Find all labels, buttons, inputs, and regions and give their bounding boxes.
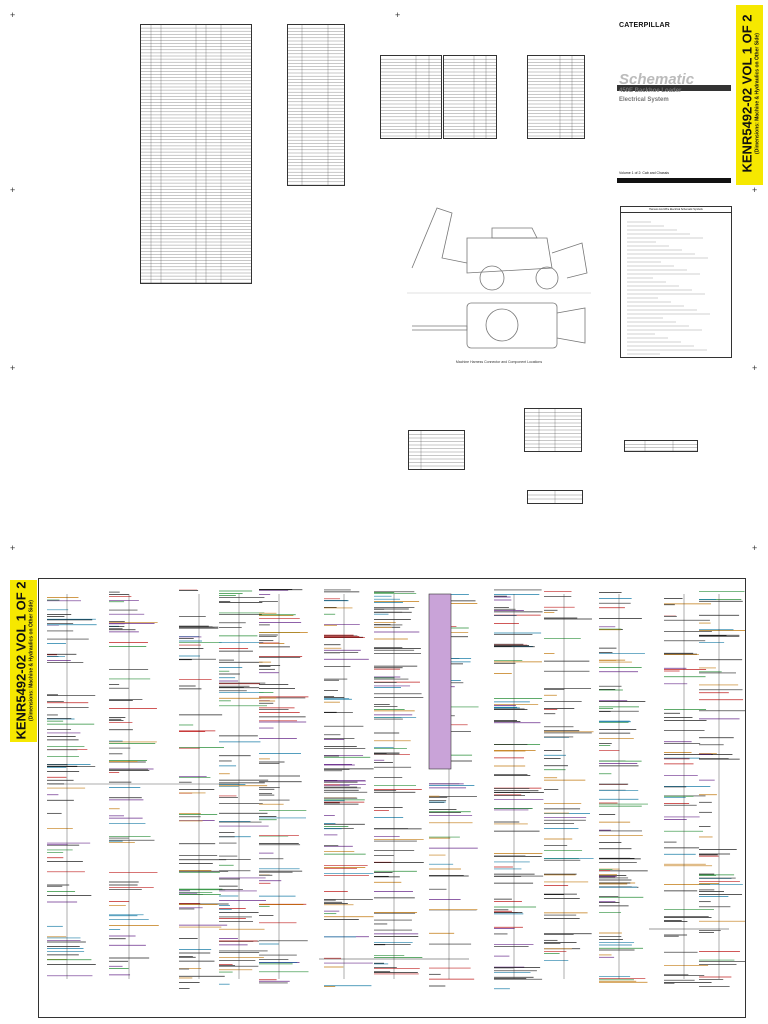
volume-note: Volume 1 of 2: Cab and Chassis <box>619 171 670 175</box>
brand-logo: CATERPILLAR <box>619 22 671 29</box>
crop-mark: + <box>752 185 758 195</box>
model-name: 450E Backhoe Loader <box>619 88 682 94</box>
volume-side-tab: KENR5492-02 VOL 1 OF 2 (Dimensions: Mach… <box>736 5 763 185</box>
title-block: CATERPILLAR Schematic 450E Backhoe Loade… <box>617 15 731 185</box>
symbols-legend: Harness And Wire Electrical Schematic Sy… <box>620 206 732 358</box>
volume-tab-label: KENR5492-02 VOL 1 OF 2 <box>739 14 755 173</box>
system-name: Electrical System <box>619 97 669 103</box>
relay-table <box>527 55 585 139</box>
schematic-drawing <box>47 589 745 990</box>
connector-index-table <box>140 24 252 284</box>
crop-mark: + <box>10 543 16 553</box>
volume-side-tab-lower: KENR5492-02 VOL 1 OF 2 (Dimensions: Mach… <box>10 580 37 742</box>
table-grid <box>288 25 344 185</box>
component-index-table <box>287 24 345 186</box>
table-grid <box>141 25 251 283</box>
symbols-legend-title: Harness And Wire Electrical Schematic Sy… <box>621 207 731 213</box>
crop-mark: + <box>10 363 16 373</box>
title-rule <box>617 85 731 91</box>
crop-mark: + <box>10 185 16 195</box>
volume-tab-label: KENR5492-02 VOL 1 OF 2 <box>13 581 29 740</box>
crop-mark: + <box>752 543 758 553</box>
wire-color-table <box>380 55 442 139</box>
title-bar <box>617 178 731 183</box>
diode-table <box>527 490 583 504</box>
wire-size-table <box>443 55 497 139</box>
backhoe-loader-drawing <box>407 207 591 349</box>
wiring-schematic <box>38 578 746 1018</box>
schematic-title: Schematic <box>619 71 695 88</box>
volume-tab-sub: (Dimensions: Machine & Hydraulics on Oth… <box>754 33 761 154</box>
crop-mark: + <box>10 10 16 20</box>
splice-table <box>408 430 465 470</box>
crop-mark: + <box>752 363 758 373</box>
illustration-caption: Machine Harness Connector and Component … <box>455 360 543 364</box>
volume-tab-sub: (Dimensions: Machine & Hydraulics on Oth… <box>28 600 35 721</box>
machine-illustration: Machine Harness Connector and Component … <box>407 198 591 364</box>
crop-mark: + <box>395 10 401 20</box>
fuse-table <box>524 408 582 452</box>
ground-table <box>624 440 698 452</box>
